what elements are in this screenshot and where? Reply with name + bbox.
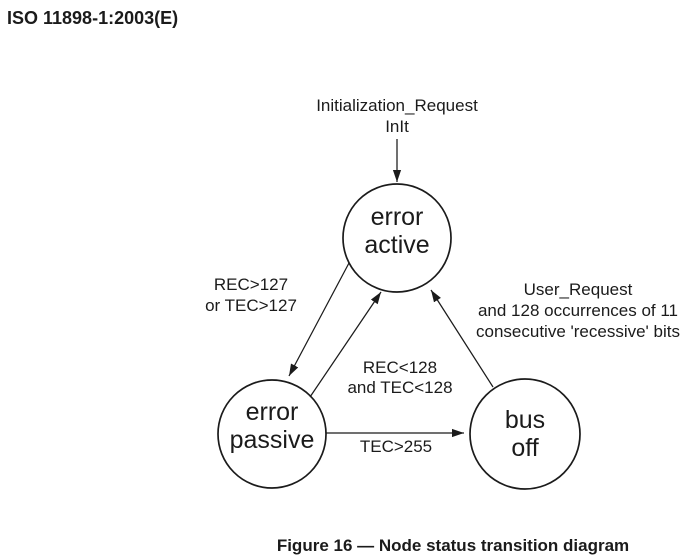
passive-to-active-label-line2: and TEC<128 (347, 378, 452, 397)
state-bus-off-label-line2: off (511, 434, 538, 462)
transition-active-to-passive-arrow (288, 262, 350, 377)
state-bus-off-label-line1: bus (505, 406, 545, 434)
state-error-passive-label-line1: error (246, 398, 299, 426)
init-transition-label-line1: Initialization_Request (316, 96, 478, 115)
state-bus-off-circle (469, 378, 581, 490)
busoff-to-active-label-line1: User_Request (524, 280, 633, 299)
active-to-passive-label-line2: or TEC>127 (205, 296, 297, 315)
init-transition-label-line2: InIt (385, 117, 409, 136)
active-to-passive-label-line1: REC>127 (214, 275, 288, 294)
state-error-active-label-line1: error (371, 203, 424, 231)
transition-busoff-to-active-arrow (430, 289, 494, 388)
state-error-active-circle (342, 183, 452, 293)
transition-passive-to-active-arrow (309, 291, 382, 398)
busoff-to-active-label-line2: and 128 occurrences of 11 (478, 301, 678, 320)
state-error-active-label-line2: active (364, 231, 429, 259)
busoff-to-active-label-line3: consecutive 'recessive' bits (476, 322, 680, 341)
figure-caption: Figure 16 — Node status transition diagr… (277, 536, 629, 555)
passive-to-busoff-label-line1: TEC>255 (360, 437, 432, 456)
passive-to-active-label-line1: REC<128 (363, 358, 437, 377)
state-error-passive-circle (217, 379, 327, 489)
state-error-passive-label-line2: passive (230, 426, 315, 454)
document-header-title: ISO 11898-1:2003(E) (7, 8, 178, 28)
